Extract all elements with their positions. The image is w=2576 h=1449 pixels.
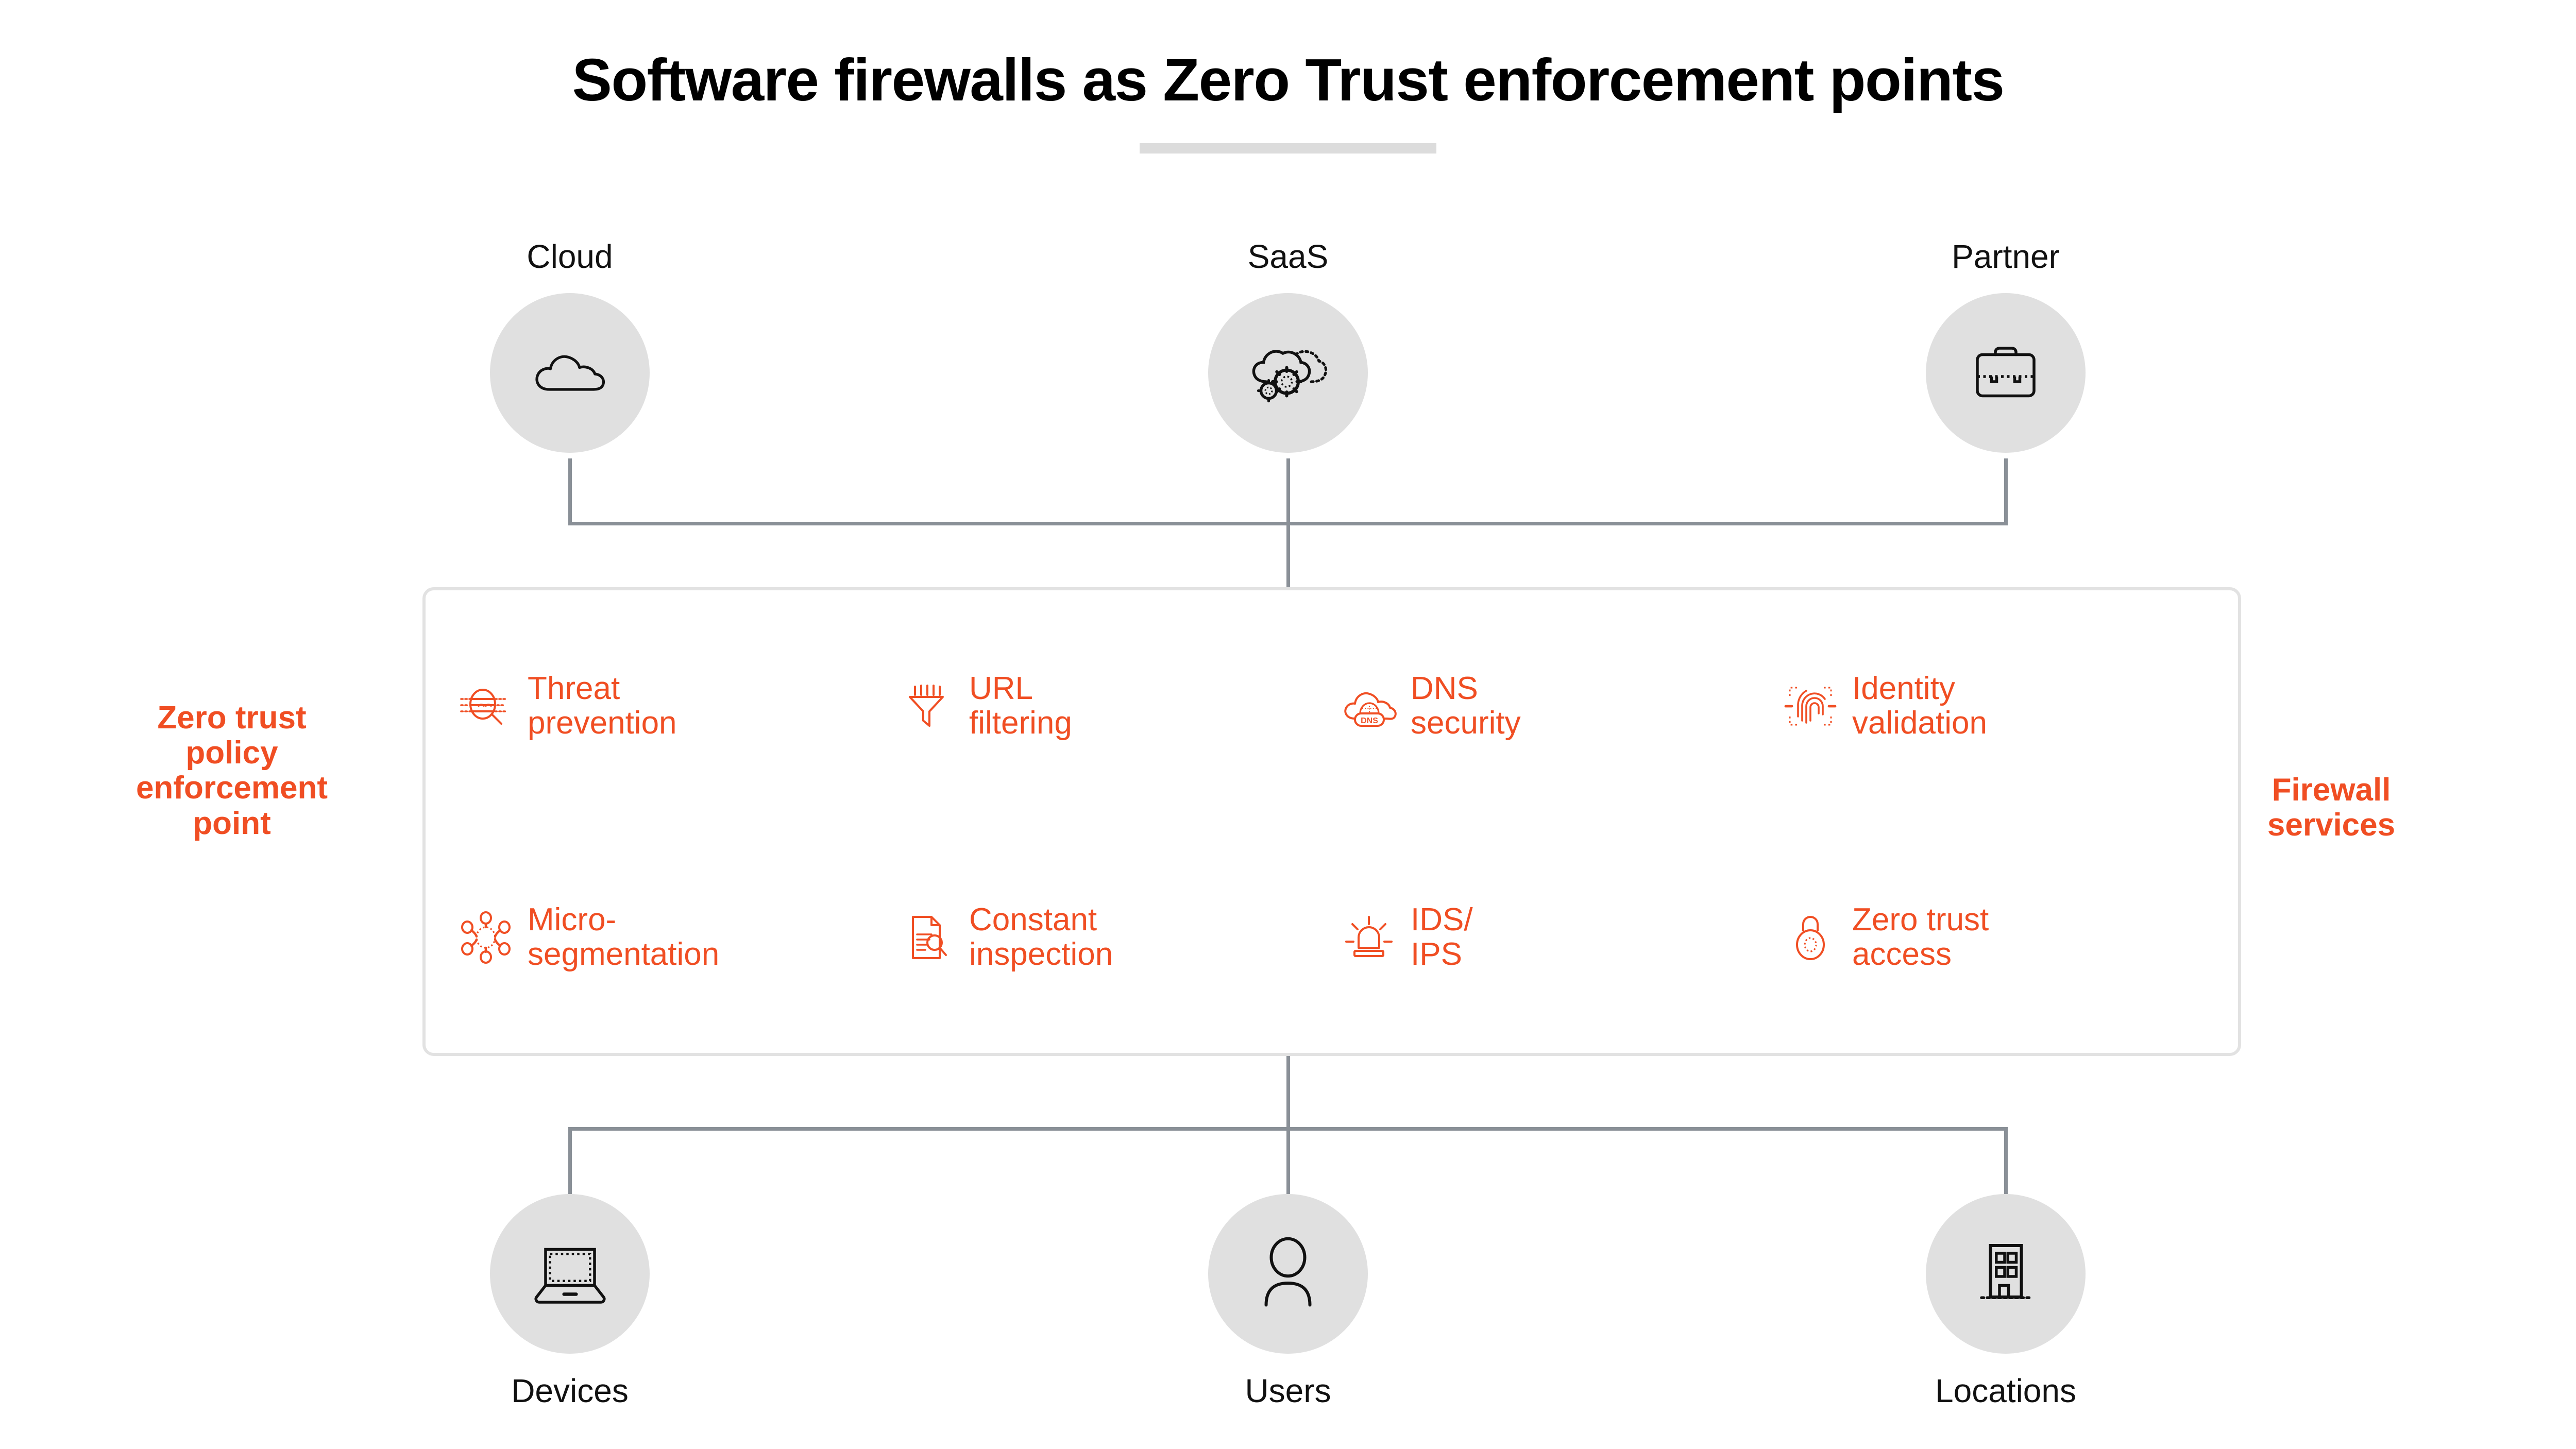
service-constant-inspection[interactable]: Constant inspection: [899, 901, 1341, 972]
connector-partner-vertical: [2004, 458, 2008, 525]
service-label: Micro- segmentation: [528, 901, 720, 972]
building-icon: [1969, 1235, 2043, 1312]
node-devices-label: Devices: [511, 1372, 629, 1409]
briefcase-icon: [1967, 338, 2044, 407]
service-threat-prevention[interactable]: Threat prevention: [457, 670, 899, 741]
person-icon: [1252, 1234, 1324, 1314]
service-micro-segmentation[interactable]: Micro- segmentation: [457, 901, 899, 972]
service-identity-validation[interactable]: Identity validation: [1782, 670, 2224, 741]
siren-icon: [1341, 909, 1397, 966]
node-locations-circle: [1926, 1194, 2086, 1354]
service-label: Identity validation: [1852, 670, 1987, 741]
node-partner[interactable]: Partner: [1897, 237, 2114, 453]
service-dns-security[interactable]: DNS DNS security: [1341, 670, 1782, 741]
page-title: Software firewalls as Zero Trust enforce…: [572, 46, 2005, 113]
padlock-icon: [1782, 909, 1839, 966]
connector-locations-vertical: [2004, 1127, 2008, 1194]
node-saas[interactable]: SaaS: [1180, 237, 1396, 453]
laptop-icon: [528, 1238, 613, 1310]
enforcement-point-box: Threat prevention URL filtering: [422, 587, 2241, 1056]
connector-box-to-bottom-bus: [1286, 1056, 1290, 1131]
threat-scan-icon: [457, 678, 514, 735]
document-search-icon: [899, 909, 956, 966]
firewall-services-grid: Threat prevention URL filtering: [426, 590, 2238, 1053]
node-partner-circle: [1926, 293, 2086, 453]
node-saas-circle: [1208, 293, 1368, 453]
node-locations-label: Locations: [1935, 1372, 2076, 1409]
page-header: Software firewalls as Zero Trust enforce…: [0, 47, 2576, 154]
service-label: URL filtering: [969, 670, 1072, 741]
connector-top-bus: [568, 522, 2008, 525]
node-devices-circle: [490, 1194, 650, 1354]
node-cloud-label: Cloud: [527, 238, 613, 275]
node-devices[interactable]: Devices: [462, 1194, 678, 1411]
service-label: IDS/ IPS: [1411, 901, 1473, 972]
node-users[interactable]: Users: [1180, 1194, 1396, 1411]
service-ids-ips[interactable]: IDS/ IPS: [1341, 901, 1782, 972]
title-accent-bar: [1140, 143, 1436, 154]
node-locations[interactable]: Locations: [1897, 1194, 2114, 1411]
cloud-gears-icon: [1244, 338, 1332, 407]
node-cloud[interactable]: Cloud: [462, 237, 678, 453]
service-label: Zero trust access: [1852, 901, 1989, 972]
dns-cloud-icon: DNS: [1341, 678, 1397, 735]
node-saas-label: SaaS: [1247, 238, 1329, 275]
svg-text:DNS: DNS: [1361, 717, 1378, 725]
service-label: Threat prevention: [528, 670, 677, 741]
fingerprint-icon: [1782, 678, 1839, 735]
service-label: DNS security: [1411, 670, 1521, 741]
cloud-icon: [529, 340, 611, 405]
node-partner-label: Partner: [1952, 238, 2060, 275]
node-users-circle: [1208, 1194, 1368, 1354]
node-users-label: Users: [1245, 1372, 1331, 1409]
network-nodes-icon: [457, 909, 514, 966]
service-zero-trust-access[interactable]: Zero trust access: [1782, 901, 2224, 972]
caption-enforcement-point: Zero trust policy enforcement point: [135, 700, 328, 841]
connector-devices-vertical: [568, 1127, 572, 1194]
connector-users-vertical: [1286, 1127, 1290, 1194]
connector-cloud-vertical: [568, 458, 572, 525]
service-url-filtering[interactable]: URL filtering: [899, 670, 1341, 741]
caption-firewall-services: Firewall services: [2267, 772, 2396, 843]
service-label: Constant inspection: [969, 901, 1113, 972]
node-cloud-circle: [490, 293, 650, 453]
funnel-icon: [899, 678, 956, 735]
